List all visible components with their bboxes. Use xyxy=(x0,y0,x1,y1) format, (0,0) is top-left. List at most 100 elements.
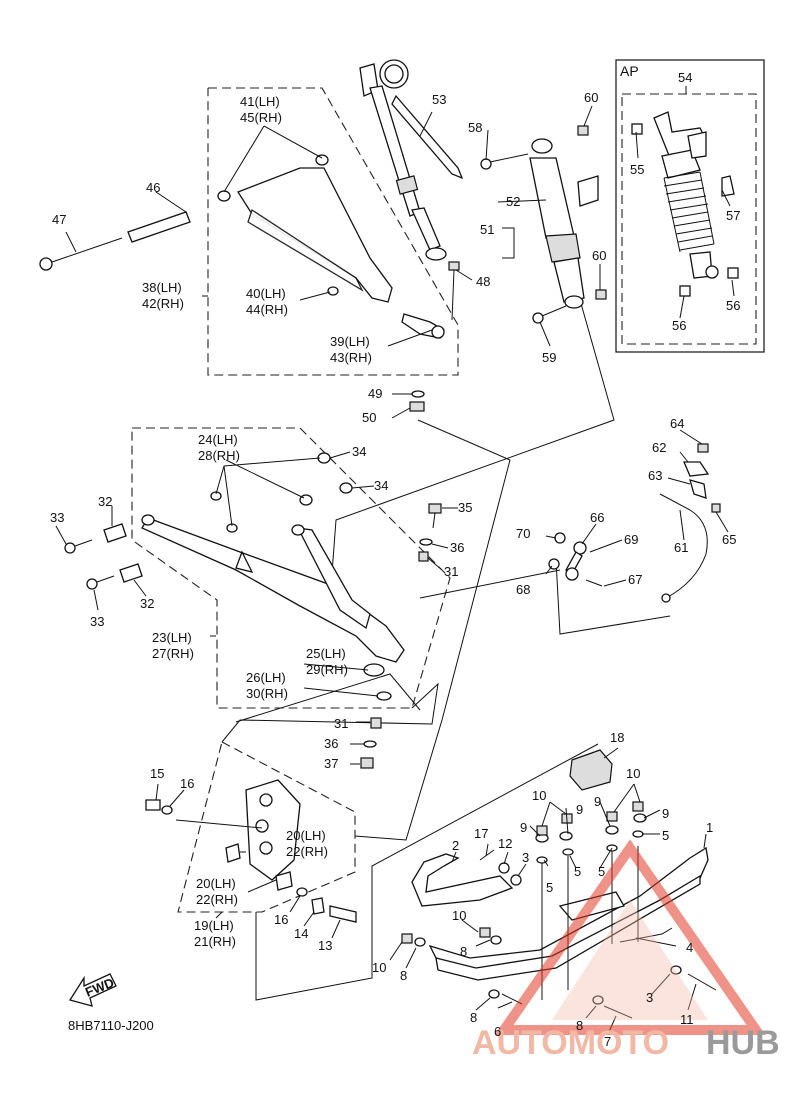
label-16: 16 xyxy=(274,912,288,927)
label-44: 44(RH) xyxy=(246,302,288,317)
label-38: 38(LH) xyxy=(142,280,182,295)
fwd-arrow-icon: FWD xyxy=(68,973,117,1007)
spindle xyxy=(145,779,357,923)
label-20: 20(LH) xyxy=(196,876,236,891)
stabilizer-link xyxy=(548,443,721,603)
label-13: 13 xyxy=(318,938,332,953)
label-9: 9 xyxy=(662,806,669,821)
label-48: 48 xyxy=(476,274,490,289)
label-26: 26(LH) xyxy=(246,670,286,685)
label-1: 1 xyxy=(706,820,713,835)
label-43: 43(RH) xyxy=(330,350,372,365)
ap-shock-54 xyxy=(631,111,739,297)
label-40: 40(LH) xyxy=(246,286,286,301)
label-9: 9 xyxy=(594,794,601,809)
label-60: 60 xyxy=(584,90,598,105)
label-69: 69 xyxy=(624,532,638,547)
label-65: 65 xyxy=(722,532,736,547)
label-70: 70 xyxy=(516,526,530,541)
label-27: 27(RH) xyxy=(152,646,194,661)
shock-53 xyxy=(359,59,464,261)
label-8: 8 xyxy=(400,968,407,983)
label-18: 18 xyxy=(610,730,624,745)
label-2: 2 xyxy=(452,838,459,853)
label-4: 4 xyxy=(686,940,693,955)
label-12: 12 xyxy=(498,836,512,851)
label-31: 31 xyxy=(444,564,458,579)
label-24: 24(LH) xyxy=(198,432,238,447)
label-23: 23(LH) xyxy=(152,630,192,645)
label-54: 54 xyxy=(678,70,692,85)
label-53: 53 xyxy=(432,92,446,107)
label-14: 14 xyxy=(294,926,308,941)
label-30: 30(RH) xyxy=(246,686,288,701)
label-22: 22(RH) xyxy=(286,844,328,859)
label-5: 5 xyxy=(574,864,581,879)
label-42: 42(RH) xyxy=(142,296,184,311)
fwd-label: FWD xyxy=(83,975,116,1000)
callout-labels: AP 8HB7110-J200 1 2 3 3 4 5 5 5 5 6 7 8 … xyxy=(50,63,740,1049)
label-61: 61 xyxy=(674,540,688,555)
label-8: 8 xyxy=(470,1010,477,1025)
watermark-part2: HUB xyxy=(706,1024,780,1062)
shock-51 xyxy=(480,125,607,324)
label-5: 5 xyxy=(598,864,605,879)
label-21: 21(RH) xyxy=(194,934,236,949)
label-33: 33 xyxy=(90,614,104,629)
label-8: 8 xyxy=(460,944,467,959)
label-10: 10 xyxy=(452,908,466,923)
label-9: 9 xyxy=(576,802,583,817)
label-46: 46 xyxy=(146,180,160,195)
label-35: 35 xyxy=(458,500,472,515)
label-5: 5 xyxy=(546,880,553,895)
label-49: 49 xyxy=(368,386,382,401)
label-50: 50 xyxy=(362,410,376,425)
label-10: 10 xyxy=(372,960,386,975)
label-62: 62 xyxy=(652,440,666,455)
watermark-part1: AUTOMOTO xyxy=(472,1024,669,1062)
label-7: 7 xyxy=(604,1034,611,1049)
label-31: 31 xyxy=(334,716,348,731)
label-16: 16 xyxy=(180,776,194,791)
label-47: 47 xyxy=(52,212,66,227)
label-5: 5 xyxy=(662,828,669,843)
label-52: 52 xyxy=(506,194,520,209)
label-17: 17 xyxy=(474,826,488,841)
upper-a-arm xyxy=(39,154,460,412)
label-3: 3 xyxy=(522,850,529,865)
label-68: 68 xyxy=(516,582,530,597)
label-63: 63 xyxy=(648,468,662,483)
label-34: 34 xyxy=(374,478,388,493)
label-20: 20(LH) xyxy=(286,828,326,843)
label-22: 22(RH) xyxy=(196,892,238,907)
label-6: 6 xyxy=(494,1024,501,1039)
label-19: 19(LH) xyxy=(194,918,234,933)
label-10: 10 xyxy=(626,766,640,781)
label-10: 10 xyxy=(532,788,546,803)
label-56: 56 xyxy=(726,298,740,313)
automotohub-watermark-logo xyxy=(494,839,766,1035)
label-9: 9 xyxy=(520,820,527,835)
label-15: 15 xyxy=(150,766,164,781)
label-25: 25(LH) xyxy=(306,646,346,661)
label-56: 56 xyxy=(672,318,686,333)
frame-lines xyxy=(221,299,671,1001)
ap-label: AP xyxy=(620,63,639,79)
label-36: 36 xyxy=(324,736,338,751)
label-45: 45(RH) xyxy=(240,110,282,125)
label-66: 66 xyxy=(590,510,604,525)
lower-a-arm xyxy=(64,452,442,769)
label-60: 60 xyxy=(592,248,606,263)
label-58: 58 xyxy=(468,120,482,135)
label-64: 64 xyxy=(670,416,684,431)
label-3: 3 xyxy=(646,990,653,1005)
label-34: 34 xyxy=(352,444,366,459)
label-51: 51 xyxy=(480,222,494,237)
label-36: 36 xyxy=(450,540,464,555)
label-32: 32 xyxy=(140,596,154,611)
label-37: 37 xyxy=(324,756,338,771)
label-28: 28(RH) xyxy=(198,448,240,463)
label-33: 33 xyxy=(50,510,64,525)
label-11: 11 xyxy=(680,1012,694,1027)
